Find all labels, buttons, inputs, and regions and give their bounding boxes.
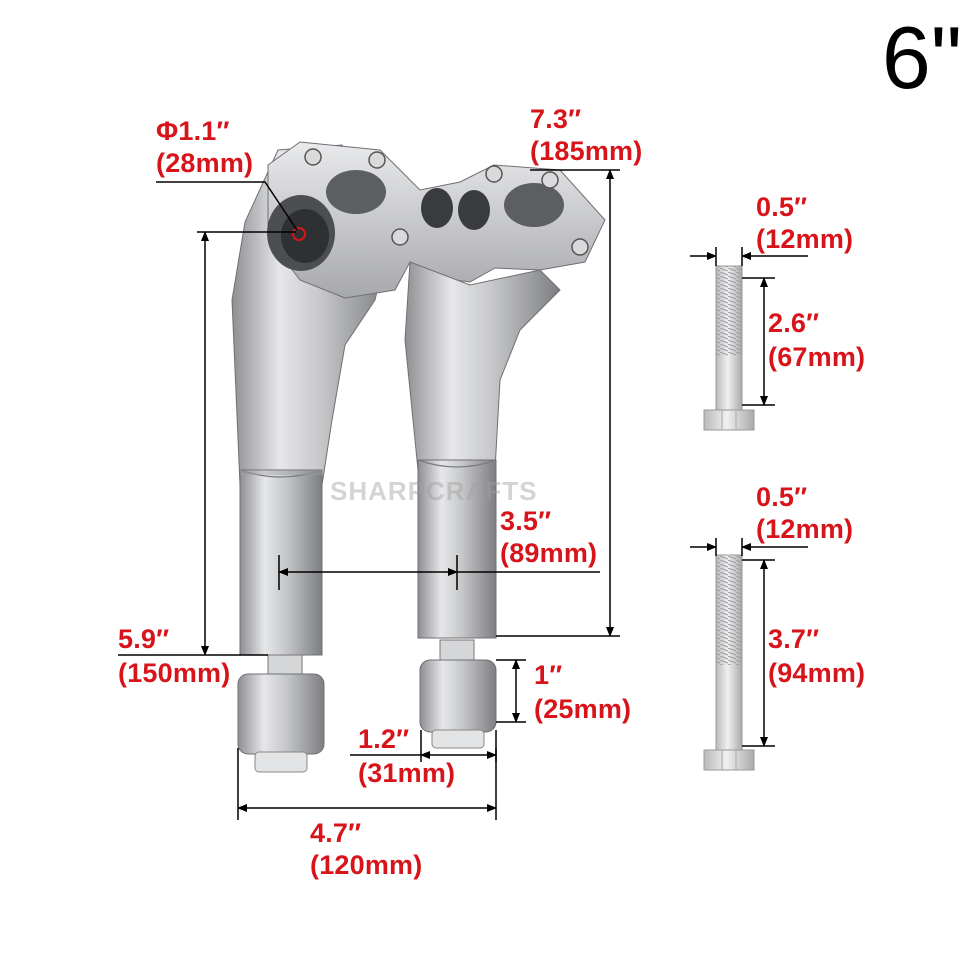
short-bolt-length-inch: 2.6″ (768, 308, 820, 338)
long-bolt-length-inch: 3.7″ (768, 624, 820, 654)
long-bolt-diameter-mm: (12mm) (756, 514, 854, 544)
short-bolt (703, 265, 755, 431)
overall-height-mm: (185mm) (530, 136, 643, 166)
short-bolt-diameter-inch: 0.5″ (756, 192, 808, 222)
riser-height-inch: 5.9″ (118, 624, 170, 654)
left-bushing (237, 654, 325, 773)
short-bolt-length-mm: (67mm) (768, 342, 866, 372)
riser-height-mm: (150mm) (118, 658, 231, 688)
bushing-height-mm: (25mm) (534, 694, 632, 724)
short-bolt-diameter-mm: (12mm) (756, 224, 854, 254)
base-width-mm: (120mm) (310, 850, 423, 880)
riser-spacing-mm: (89mm) (500, 538, 598, 568)
clamp-block (267, 141, 606, 299)
watermark: SHARPCRAFTS (330, 476, 538, 506)
riser-spacing-inch: 3.5″ (500, 506, 552, 536)
overall-height-inch: 7.3″ (530, 104, 582, 134)
clamp-diameter-inch: Φ1.1″ (156, 116, 230, 146)
bushing-width-mm: (31mm) (358, 758, 456, 788)
base-width-inch: 4.7″ (310, 818, 362, 848)
right-bushing (419, 639, 497, 749)
size-title: 6" (881, 8, 962, 107)
bushing-width-inch: 1.2″ (358, 724, 410, 754)
clamp-diameter-mm: (28mm) (156, 148, 254, 178)
long-bolt-diameter-inch: 0.5″ (756, 482, 808, 512)
dimension-lines (118, 169, 808, 820)
right-riser (404, 261, 561, 639)
long-bolt-length-mm: (94mm) (768, 658, 866, 688)
long-bolt (703, 554, 755, 771)
bushing-height-inch: 1″ (534, 660, 563, 690)
